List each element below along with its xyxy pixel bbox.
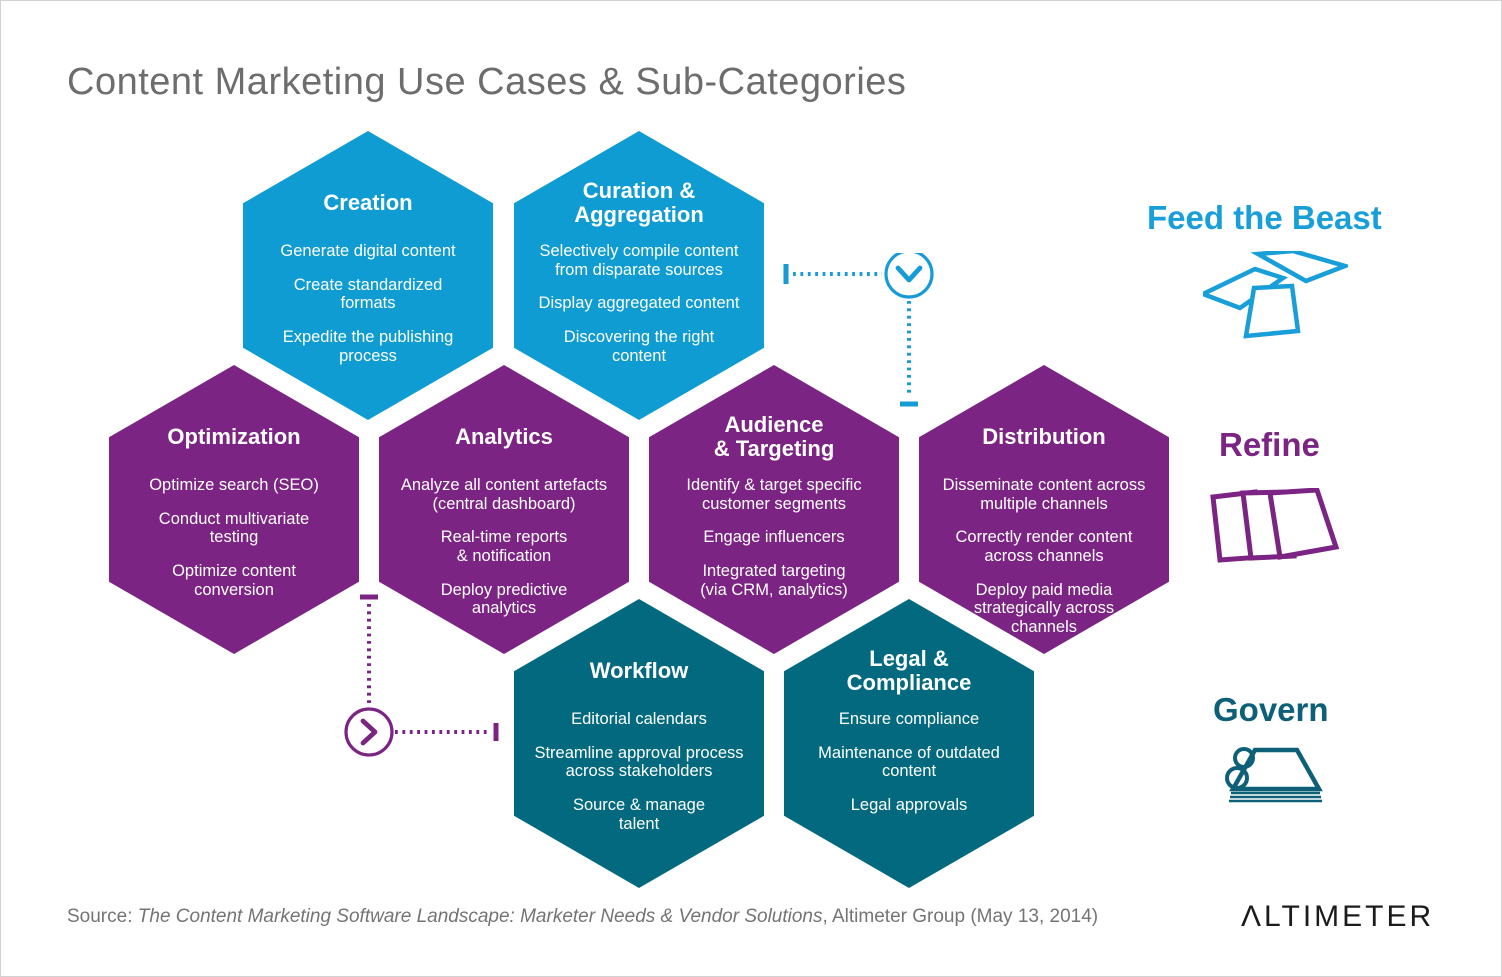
hex-legal-compliance-item: Legal approvals <box>850 795 968 814</box>
hex-audience-targeting-item: Engage influencers <box>703 528 845 547</box>
chevron-down-icon <box>895 265 923 283</box>
connector-feed-to-refine <box>779 253 949 415</box>
hex-curation-aggregation-item: Selectively compile content from dispara… <box>539 242 739 279</box>
hex-analytics: Analytics Analyze all content artefacts … <box>379 365 629 654</box>
legend-feed-the-beast: Feed the Beast <box>1147 199 1382 236</box>
hex-audience-targeting: Audience & Targeting Identify & target s… <box>649 365 899 654</box>
hex-analytics-item: Deploy predictive analytics <box>440 580 568 618</box>
hex-analytics-item: Real-time reports & notification <box>440 528 568 565</box>
hex-legal-compliance-item: Maintenance of outdated content <box>818 743 1000 781</box>
hex-optimization: Optimization Optimize search (SEO) Condu… <box>109 365 359 654</box>
hex-optimization-item: Conduct multivariate testing <box>158 509 310 547</box>
hex-workflow-item: Streamline approval process across stake… <box>534 743 744 781</box>
hex-curation-aggregation-item: Discovering the right content <box>563 327 715 365</box>
chevron-right-icon <box>360 718 378 746</box>
hex-curation-aggregation-title: Curation & Aggregation <box>574 177 704 227</box>
page-shape <box>1243 283 1301 339</box>
hex-audience-targeting-title: Audience & Targeting <box>713 411 835 461</box>
hex-creation-item: Create standardized formats <box>293 275 443 313</box>
source-suffix: , Altimeter Group (May 13, 2014) <box>822 906 1099 927</box>
hex-workflow-item: Editorial calendars <box>571 710 707 728</box>
hex-optimization-item: Optimize search (SEO) <box>149 476 319 494</box>
page-title: Content Marketing Use Cases & Sub-Catego… <box>67 61 907 103</box>
chevron-down-circle-icon <box>884 253 934 299</box>
hex-creation-item: Expedite the publishing process <box>282 327 454 365</box>
hex-workflow-item: Source & manage talent <box>572 795 706 833</box>
altimeter-logo: ΛLTIMETER <box>1241 900 1435 933</box>
source-citation: Source: The Content Marketing Software L… <box>67 906 1098 928</box>
hex-distribution: Distribution Disseminate content across … <box>919 365 1169 654</box>
hex-distribution-title: Distribution <box>982 423 1106 449</box>
page-shape <box>1203 266 1289 311</box>
source-title: The Content Marketing Software Landscape… <box>137 906 823 927</box>
binding-ring <box>1233 747 1255 769</box>
bound-report-icon <box>1221 743 1325 807</box>
hex-curation-aggregation: Curation & Aggregation Selectively compi… <box>514 131 764 420</box>
hex-distribution-item: Correctly render content across channels <box>955 528 1133 565</box>
page-shape <box>1250 251 1348 284</box>
connector-refine-to-govern <box>341 589 509 757</box>
hex-analytics-title: Analytics <box>455 423 553 449</box>
hex-analytics-item: Analyze all content artefacts (central d… <box>400 476 608 513</box>
hex-workflow-title: Workflow <box>589 657 689 683</box>
hex-legal-compliance: Legal & Compliance Ensure compliance Mai… <box>784 599 1034 888</box>
source-prefix: Source: <box>67 906 138 927</box>
legend-govern: Govern <box>1213 691 1329 728</box>
hex-creation: Creation Generate digital content Create… <box>243 131 493 420</box>
hex-audience-targeting-item: Integrated targeting (via CRM, analytics… <box>700 561 848 599</box>
hex-optimization-item: Optimize content conversion <box>172 561 296 599</box>
hex-creation-item: Generate digital content <box>280 242 456 260</box>
legend-refine: Refine <box>1219 426 1320 463</box>
stacked-pages-icon <box>1210 488 1340 563</box>
binding-ring <box>1225 766 1249 790</box>
hex-audience-targeting-item: Identify & target specific customer segm… <box>686 476 862 513</box>
page-shape <box>1267 488 1340 560</box>
hex-legal-compliance-item: Ensure compliance <box>838 710 980 728</box>
hex-creation-title: Creation <box>323 189 413 215</box>
hex-distribution-item: Deploy paid media strategically across c… <box>973 580 1115 636</box>
hex-workflow: Workflow Editorial calendars Streamline … <box>514 599 764 888</box>
hex-curation-aggregation-item: Display aggregated content <box>538 294 740 313</box>
chevron-right-circle-icon <box>344 707 394 757</box>
hex-distribution-item: Disseminate content across multiple chan… <box>942 476 1146 513</box>
scattered-pages-icon <box>1203 251 1348 339</box>
hex-legal-compliance-title: Legal & Compliance <box>846 645 972 695</box>
hex-optimization-title: Optimization <box>167 423 301 449</box>
